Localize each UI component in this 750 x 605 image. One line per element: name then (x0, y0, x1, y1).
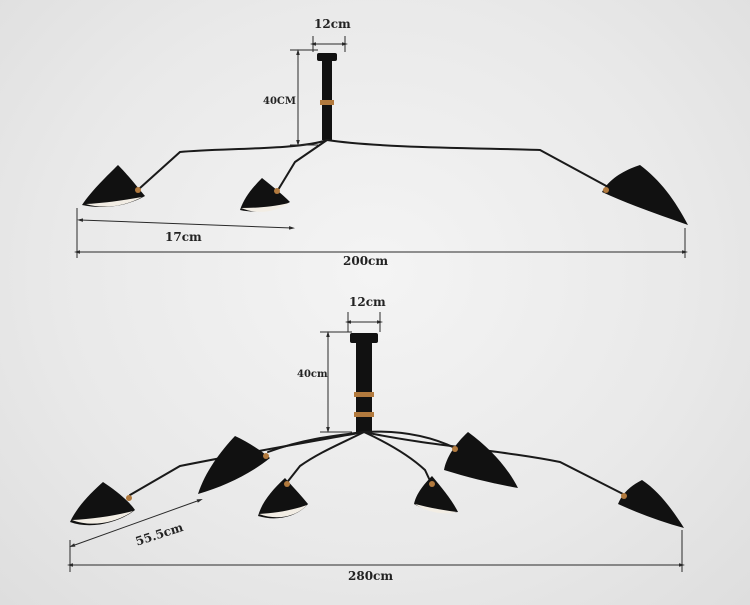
bottom-shade-3 (258, 478, 308, 519)
top-arm-middle (277, 139, 328, 191)
bottom-canopy (350, 333, 378, 343)
bottom-shade-2 (198, 436, 270, 494)
top-arm-left (139, 139, 328, 189)
bottom-total-label: 280cm (348, 569, 393, 583)
top-drop-label: 40CM (263, 96, 296, 107)
top-shade-right (602, 165, 688, 225)
top-dimensions: 12cm 40CM 17cm 200cm (74, 17, 688, 268)
bottom-arm-4 (363, 431, 433, 486)
bottom-arm-dim-line (69, 498, 203, 548)
bottom-shade-4 (414, 476, 458, 514)
top-canopy (317, 53, 337, 61)
top-shade-left (82, 165, 145, 207)
top-stem-joint (320, 100, 334, 105)
top-shade-middle (240, 178, 290, 212)
bottom-drop-label: 40cm (297, 369, 328, 380)
top-arm-label: 17cm (165, 230, 202, 244)
bottom-shade-1 (70, 482, 135, 526)
bottom-shade-5 (444, 432, 518, 488)
bottom-arm-label: 55.5cm (134, 520, 185, 549)
top-canopy-label: 12cm (314, 17, 351, 31)
top-total-label: 200cm (343, 254, 388, 268)
bottom-lamp (70, 333, 684, 528)
top-lamp (82, 53, 688, 225)
bottom-arm-2 (267, 431, 365, 453)
top-arm-right (326, 139, 611, 189)
bottom-canopy-label: 12cm (349, 295, 386, 309)
bottom-shade-6 (618, 480, 684, 528)
bottom-stem (356, 342, 372, 432)
bottom-arm-1 (129, 431, 365, 496)
bottom-arm-3 (284, 431, 365, 486)
top-arm-dim-line (77, 218, 295, 230)
